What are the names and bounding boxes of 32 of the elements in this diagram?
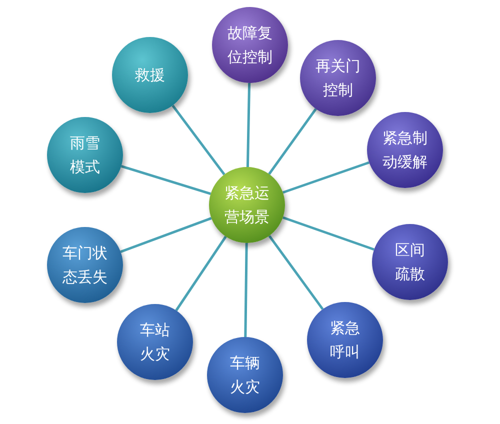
scenario-label: 再关门控制 <box>315 56 361 101</box>
scenario-label: 区间疏散 <box>394 240 426 285</box>
scenario-label: 故障复位控制 <box>227 23 273 68</box>
scenario-circle <box>209 167 285 243</box>
connector-line <box>268 235 324 310</box>
scenario-circle <box>47 117 123 193</box>
scenario-label: 紧急呼叫 <box>330 318 360 363</box>
scenario-label: 车门状态丢失 <box>62 243 108 288</box>
scenario-label: 紧急制动缓解 <box>382 128 428 173</box>
scenario-circle <box>367 112 443 188</box>
connector-line <box>268 108 317 175</box>
scenario-label: 车站火灾 <box>140 320 170 365</box>
connector-line <box>244 242 248 338</box>
connector-line <box>282 216 375 251</box>
scenario-label: 雨雪模式 <box>70 133 100 178</box>
scenario-label: 车辆火灾 <box>230 353 260 398</box>
scenario-circle <box>47 227 123 303</box>
scenario-label: 紧急运营场景 <box>224 183 270 228</box>
scenario-circle <box>307 302 383 378</box>
scenario-circle <box>372 224 448 300</box>
connector-line <box>172 104 226 176</box>
connector-line <box>282 161 370 194</box>
scenario-circle <box>212 7 288 83</box>
scenario-circle <box>207 337 283 413</box>
connector-line <box>120 165 212 195</box>
scenario-circle <box>112 37 188 113</box>
scenario-circle <box>300 40 376 116</box>
scenario-circle <box>117 304 193 380</box>
connector-line <box>120 217 212 253</box>
scenario-label: 救援 <box>134 65 166 86</box>
connector-line <box>246 82 251 168</box>
connector-line <box>175 236 227 312</box>
